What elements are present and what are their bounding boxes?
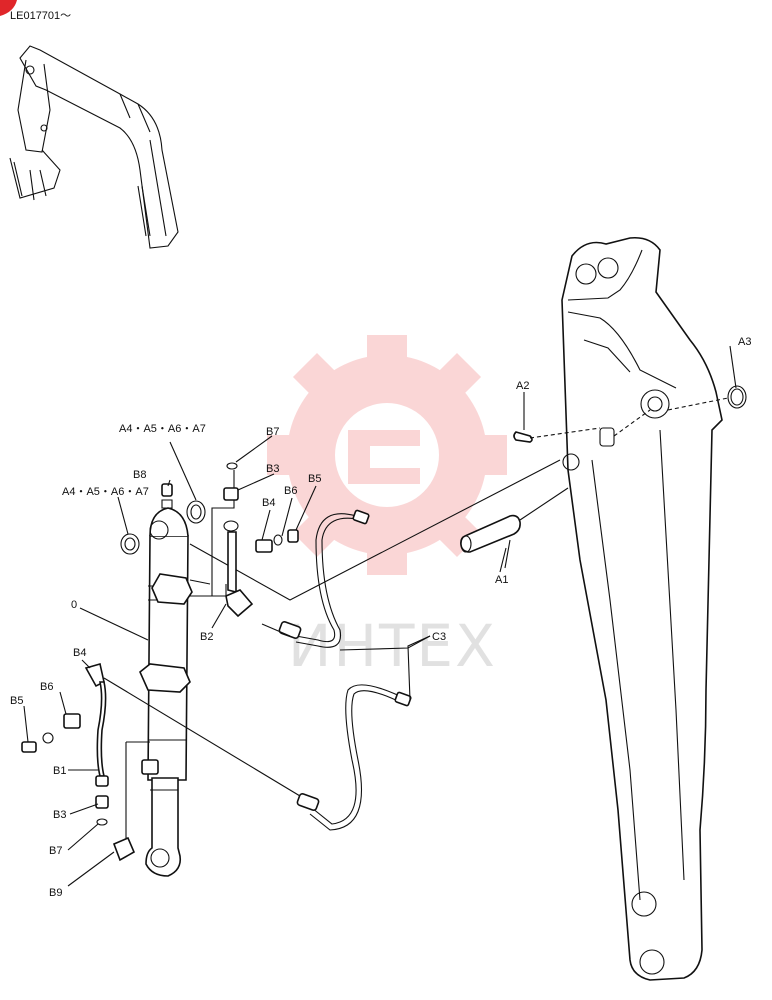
pin-a1: [460, 514, 521, 553]
machine-overview-sketch: [9, 45, 179, 249]
label-a3: A3: [738, 336, 751, 348]
label-b6-upper: B6: [284, 485, 297, 497]
label-b5-upper: B5: [308, 473, 321, 485]
hydraulic-cylinder: [139, 507, 193, 877]
corner-marker: [0, 0, 17, 16]
arm-assembly: [561, 236, 723, 981]
label-a4-group-upper: A4・A5・A6・A7: [119, 423, 206, 435]
label-b8: B8: [133, 469, 146, 481]
label-zero: 0: [71, 599, 77, 611]
lower-fittings: [21, 662, 136, 862]
part-labels: A3 A2 A1 B7 B3 A4・A5・A6・A7 B5 B6 B4 B8 A…: [10, 336, 751, 899]
label-b1: B1: [53, 765, 66, 777]
snap-ring-a3: [727, 385, 747, 409]
label-b3-upper: B3: [266, 463, 279, 475]
label-a4-group-lower: A4・A5・A6・A7: [62, 486, 149, 498]
label-b7-upper: B7: [266, 426, 279, 438]
label-b6-lower: B6: [40, 681, 53, 693]
label-b4-lower: B4: [73, 647, 86, 659]
label-a2: A2: [516, 380, 529, 392]
upper-fittings: [120, 462, 299, 618]
watermark-text: ИНТЕХ: [288, 612, 497, 680]
label-b7-lower: B7: [49, 845, 62, 857]
label-a1: A1: [495, 574, 508, 586]
pin-a2: [513, 431, 533, 443]
label-b3-lower: B3: [53, 809, 66, 821]
label-c3: C3: [432, 631, 446, 643]
label-b5-lower: B5: [10, 695, 23, 707]
label-b2: B2: [200, 631, 213, 643]
label-b9: B9: [49, 887, 62, 899]
serial-range: LE017701～: [10, 10, 71, 22]
watermark-gear-icon: [267, 335, 507, 575]
label-b4-upper: B4: [262, 497, 275, 509]
leader-lines: [23, 345, 737, 887]
